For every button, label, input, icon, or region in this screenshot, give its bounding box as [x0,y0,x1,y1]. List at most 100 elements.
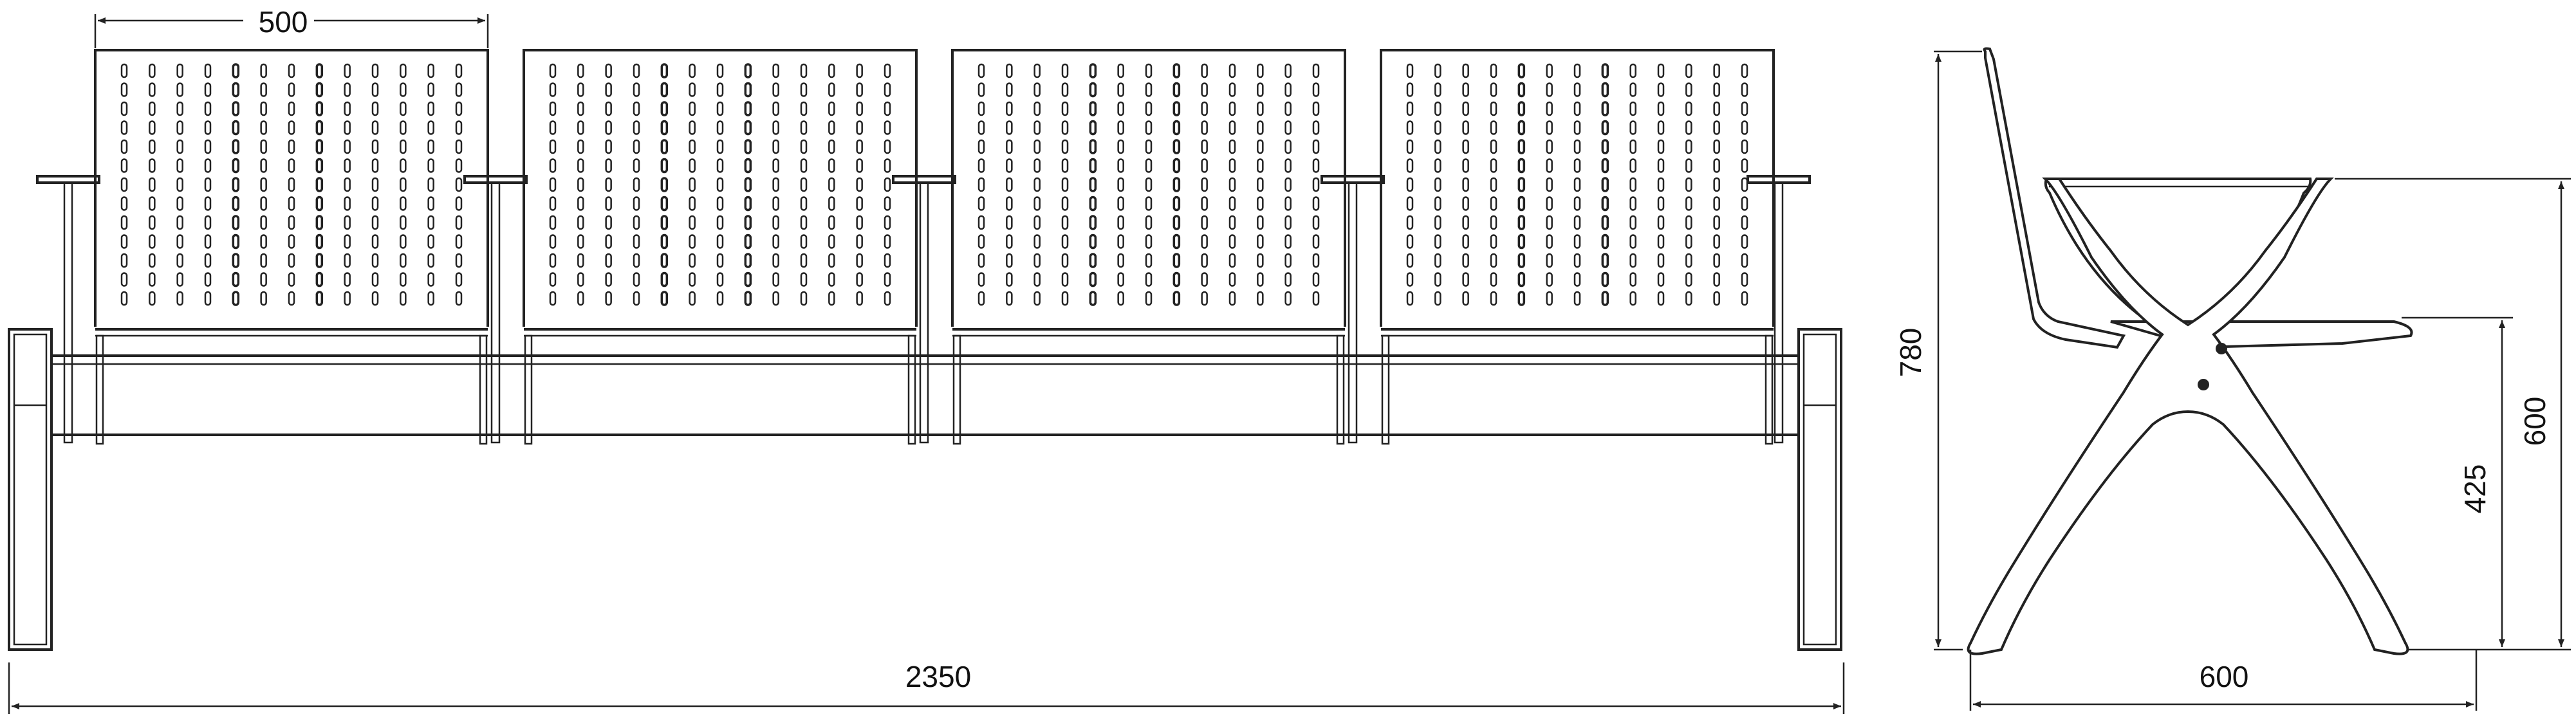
perforation-slot [1657,120,1665,135]
perforation-slot [1713,291,1720,306]
perforation-slot [1006,215,1013,230]
perforation-slot [800,196,808,211]
perforation-slot [232,101,240,116]
perforation-slot [1172,139,1181,154]
perforation-slot [978,139,985,154]
perforation-slot [744,215,752,230]
perforation-slot [1406,215,1414,230]
perforation-slot [1657,101,1665,116]
perforation-slot [400,234,407,249]
perforation-slot [1228,291,1236,306]
perforation-slot [660,196,669,212]
perforation-slot [1172,82,1181,98]
perforation-slot [744,233,752,250]
perforation-slot [455,101,463,116]
perforation-slot [1657,272,1665,287]
perforation-slot [884,139,891,154]
perforation-slot [1201,215,1208,230]
perforation-slot [288,82,295,97]
perforation-slot [884,234,891,249]
perforation-slot [1257,158,1264,173]
perforation-slot [1201,177,1208,192]
perforation-slot [260,291,267,306]
perforation-slot [884,272,891,287]
perforation-slot [1117,234,1124,249]
perforation-slot [149,120,156,135]
perforation-slot [400,253,407,268]
armrest-row [36,175,1811,444]
perforation-slot [455,82,463,97]
perforation-slot [1462,120,1469,135]
perforation-slot [1573,234,1581,249]
perforation-slot [744,177,752,192]
perforation-slot [1462,158,1469,173]
perforation-slot [660,82,669,98]
perforation-slot [1573,291,1581,306]
perforation-slot [978,63,985,78]
dimension-total-length: 2350 [8,660,1845,714]
perforation-slot [1406,272,1414,287]
perforation-slot [800,139,808,154]
perforation-slot [1685,196,1692,211]
perforation-slot [772,120,779,135]
perforation-slot [149,272,156,287]
perforation-slot [260,272,267,287]
perforation-slot [288,215,295,230]
perforation-slot [204,215,212,230]
dimension-height-total: 780 [1894,50,1982,651]
perforation-slot [1312,215,1320,230]
perforation-slot [605,215,612,230]
perforation-slot [1517,291,1526,306]
perforation-slot [232,120,240,136]
perforation-slot [204,291,212,306]
perforation-slot [800,177,808,192]
perforation-slot [605,234,612,249]
perforation-slot [204,196,212,211]
perforation-slot [1657,139,1665,154]
perforation-slot [689,253,696,268]
perforation-slot [120,196,128,211]
perforation-slot [744,291,752,306]
perforation-slot [800,63,808,78]
perforation-slot [828,272,835,287]
perforation-slot [455,234,463,249]
perforation-slot [1434,120,1441,135]
perforation-slot [577,272,584,287]
perforation-slot [800,253,808,268]
perforation-slot [1089,196,1097,212]
perforation-slot [1228,253,1236,268]
perforation-slot [176,120,183,135]
perforation-slot [260,158,267,173]
perforation-slot [1033,82,1041,97]
perforation-slot [288,291,295,306]
perforation-slot [1117,253,1124,268]
perforation-slot [315,253,324,268]
perforation-slot [1145,291,1153,306]
perforation-slot [1284,82,1292,97]
perforation-slot [371,101,379,116]
perforation-slot [1033,63,1041,78]
perforation-slot [1117,272,1124,287]
perforation-slot [1741,63,1748,78]
perforation-slot [978,82,985,97]
armrest [892,175,956,444]
perforation-slot [689,215,696,230]
perforation-slot [1172,291,1181,306]
perforation-slot [660,233,669,250]
perforation-slot [1546,272,1553,287]
perforation-slot [149,158,156,173]
perforation-slot [772,82,779,97]
perforation-slot [1117,177,1124,192]
perforation-slot [744,158,752,174]
perforation-slot [772,158,779,173]
perforation-slot [633,63,640,78]
perforation-slot [1685,63,1692,78]
perforation-slot [1741,272,1748,287]
perforation-slot [1685,291,1692,306]
perforation-slot [605,63,612,78]
perforation-slot [1257,234,1264,249]
perforation-slot [978,177,985,192]
armrest [36,175,100,444]
perforation-slot [1601,196,1609,212]
perforation-slot [344,215,351,230]
